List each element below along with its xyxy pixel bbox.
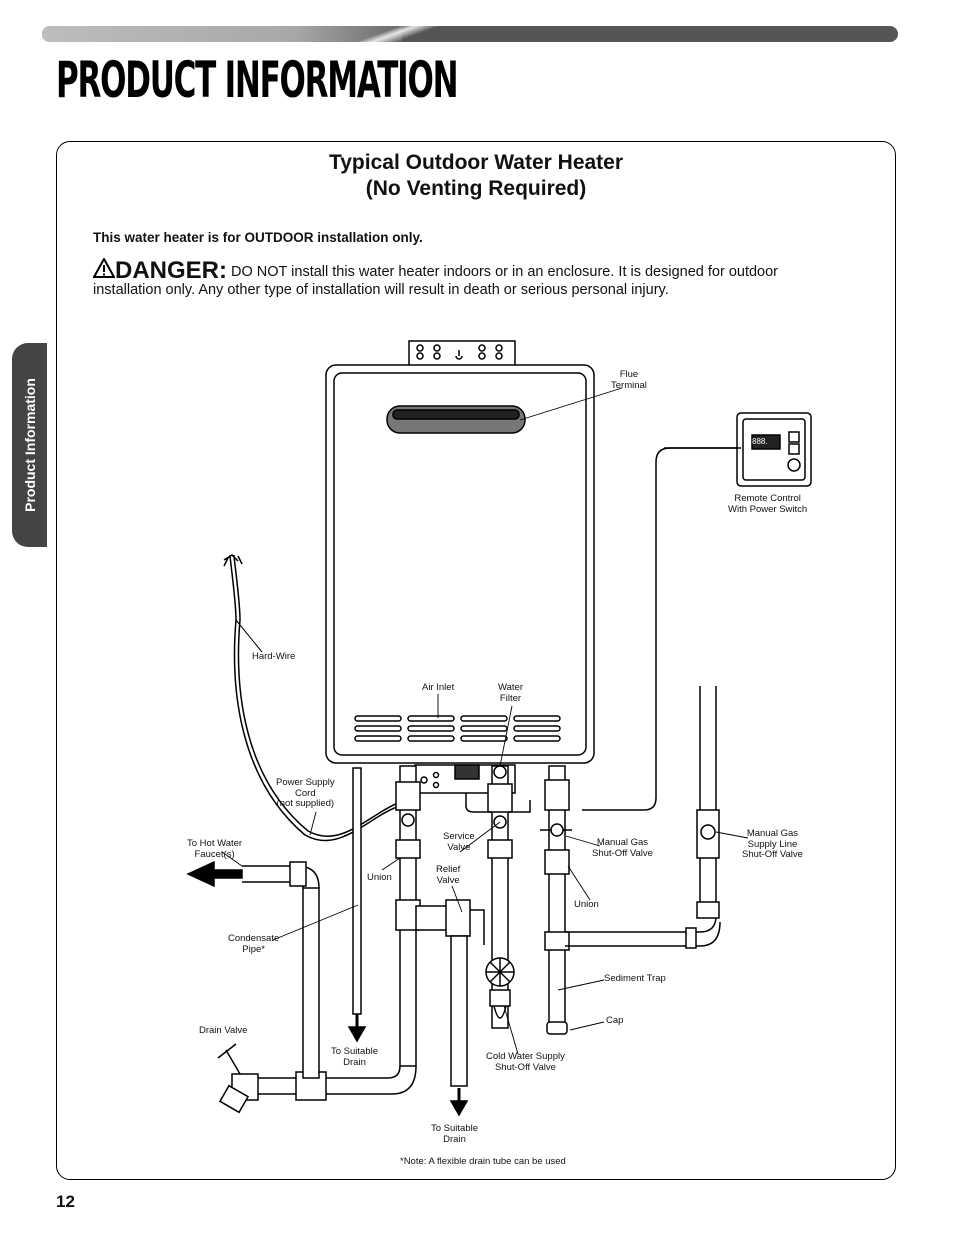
label-remote-control: Remote Control With Power Switch <box>728 493 808 515</box>
label-line: Relief <box>436 864 461 875</box>
figure-heading-line1: Typical Outdoor Water Heater <box>328 151 624 174</box>
condensate-pipe <box>352 767 362 1015</box>
label-water-filter: Water Filter <box>498 682 523 704</box>
label-line: Faucet(s) <box>194 848 235 860</box>
air-inlet-vents <box>354 715 561 742</box>
label-condensate-pipe: Condensate Pipe* <box>228 933 280 955</box>
label-line: Manual Gas <box>596 837 649 848</box>
label-line: To Hot Water <box>187 838 243 849</box>
label-line: Power Supply <box>276 777 335 788</box>
figure-heading-line2: (No Venting Required) <box>365 177 587 200</box>
warning-triangle-icon <box>93 258 115 278</box>
label-service-valve: Service Valve <box>443 831 475 853</box>
water-filter <box>493 765 507 779</box>
footnote: *Note: A flexible drain tube can be used <box>400 1156 566 1167</box>
label-flue-terminal: Flue Terminal <box>611 369 647 391</box>
label-union-right: Union <box>574 899 599 910</box>
label-line: Valve <box>436 874 460 886</box>
section-side-tab: Product Information <box>12 343 47 547</box>
label-line: To Suitable <box>331 1046 379 1057</box>
label-line: Remote Control <box>734 493 801 504</box>
label-line: Manual Gas <box>746 828 799 839</box>
label-line: Drain <box>343 1056 366 1068</box>
label-relief-valve: Relief Valve <box>436 864 461 886</box>
label-line: Supply Line <box>747 838 798 850</box>
label-line: Shut-Off Valve <box>494 1061 556 1073</box>
water-heater-body <box>325 364 595 764</box>
label-drain-valve: Drain Valve <box>199 1025 248 1036</box>
label-line: Filter <box>499 692 522 704</box>
label-gas-supply-line-valve: Manual Gas Supply Line Shut-Off Valve <box>742 828 803 861</box>
label-cap: Cap <box>606 1015 624 1026</box>
label-line: Cold Water Supply <box>486 1051 565 1062</box>
label-hot-water-faucets: To Hot Water Faucet(s) <box>187 838 243 860</box>
label-hard-wire: Hard-Wire <box>252 651 296 662</box>
label-line: Shut-Off Valve <box>742 849 803 860</box>
label-line: Service <box>443 831 475 842</box>
page-title: PRODUCT INFORMATION <box>56 51 459 109</box>
label-union-left: Union <box>367 872 392 883</box>
label-line: (not supplied) <box>276 798 335 809</box>
danger-text: DO NOT install this water heater indoors… <box>93 264 779 298</box>
label-line: Cord <box>295 787 316 799</box>
gas-supply-valve <box>700 824 716 840</box>
label-line: Pipe* <box>242 943 265 955</box>
label-air-inlet: Air Inlet <box>422 682 455 693</box>
outdoor-installation-note: This water heater is for OUTDOOR install… <box>93 230 423 245</box>
remote-display: 888. <box>752 437 768 446</box>
header-bar-fade <box>42 26 402 42</box>
header-bar <box>42 26 898 42</box>
danger-label: DANGER: <box>115 257 227 284</box>
label-line: Valve <box>447 841 471 853</box>
label-line: Drain <box>443 1133 466 1145</box>
danger-warning: DANGER: DO NOT install this water heater… <box>93 258 833 299</box>
label-suitable-drain-1: To Suitable Drain <box>331 1046 379 1068</box>
label-line: Condensate <box>228 933 280 944</box>
label-line: To Suitable <box>431 1123 479 1134</box>
label-cold-water-valve: Cold Water Supply Shut-Off Valve <box>486 1051 565 1073</box>
label-manual-gas-valve: Manual Gas Shut-Off Valve <box>592 837 653 859</box>
label-line: Terminal <box>611 379 647 391</box>
figure-frame <box>56 141 896 1180</box>
label-line: With Power Switch <box>728 503 808 515</box>
label-sediment-trap: Sediment Trap <box>604 973 666 984</box>
page-number: 12 <box>56 1192 75 1211</box>
label-line: Shut-Off Valve <box>592 847 653 859</box>
label-line: Flue <box>619 369 639 380</box>
label-power-supply-cord: Power Supply Cord (not supplied) <box>276 777 335 810</box>
header-bar-stripe <box>342 26 462 42</box>
label-suitable-drain-2: To Suitable Drain <box>431 1123 479 1145</box>
label-line: Water <box>498 682 523 693</box>
